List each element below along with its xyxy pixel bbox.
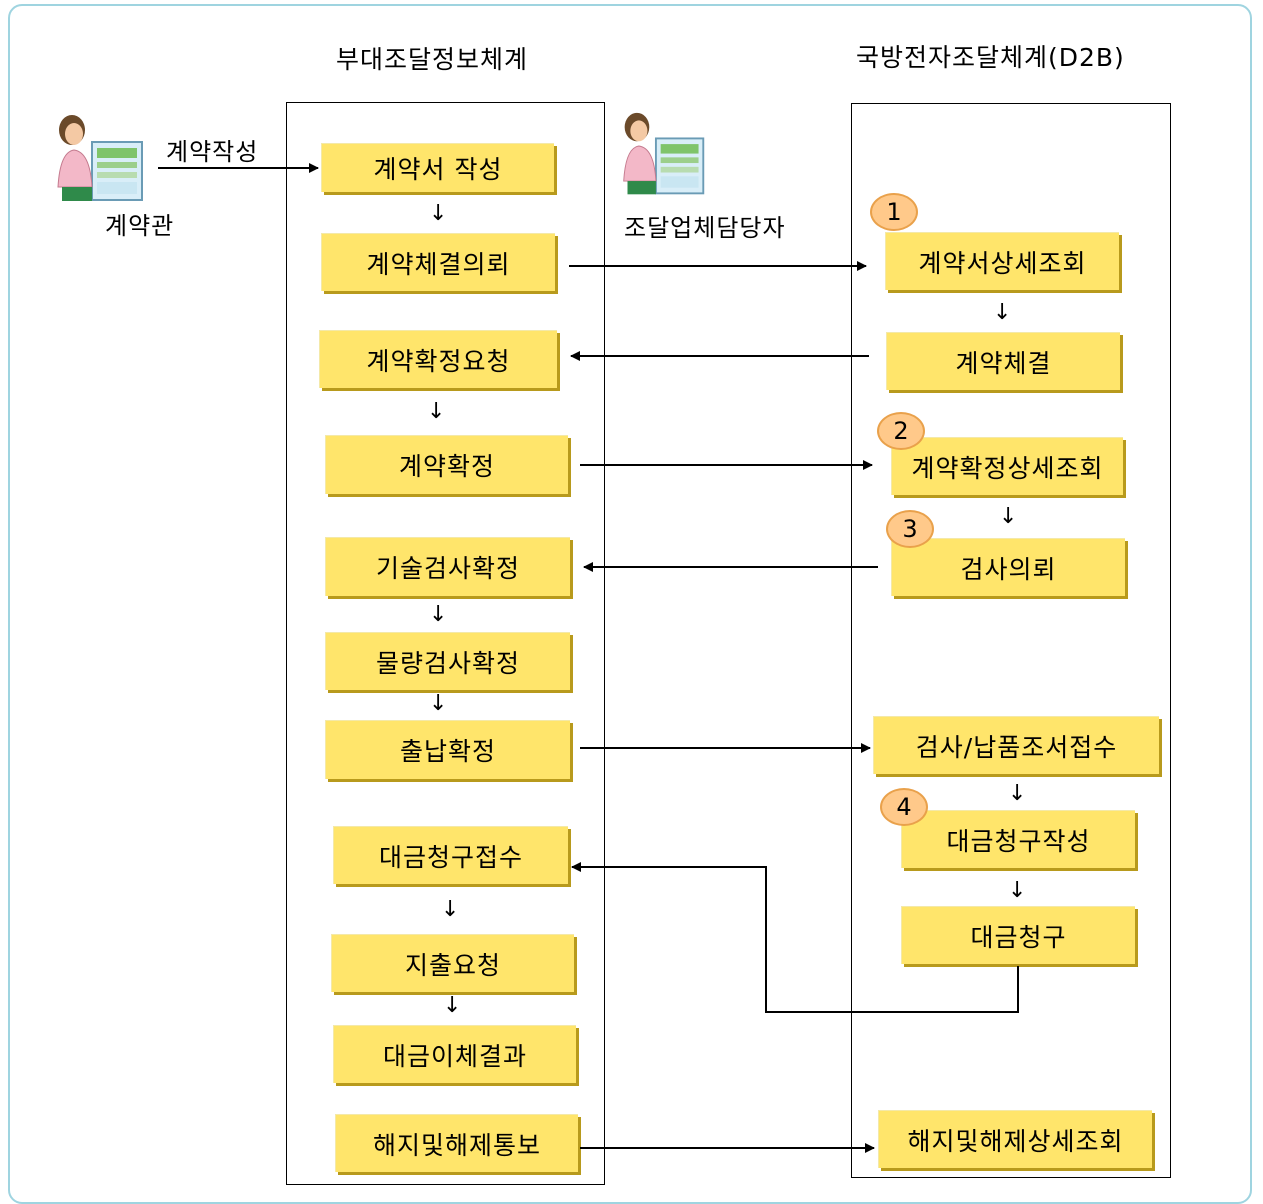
step-payment-claim-write: 대금청구작성 <box>901 810 1135 868</box>
step-contract-signing: 계약체결 <box>886 332 1120 390</box>
down-arrow-icon: ↓ <box>427 399 446 424</box>
step-expenditure-request: 지출요청 <box>331 934 574 992</box>
step-badge-1: 1 <box>870 193 918 231</box>
contract-officer-label: 계약관 <box>105 212 175 240</box>
step-payment-claim: 대금청구 <box>901 906 1135 964</box>
arrow-payment-claim <box>571 862 1019 1013</box>
step-badge-4: 4 <box>880 788 928 826</box>
step-technical-inspection: 기술검사확정 <box>325 537 570 596</box>
step-badge-3: 3 <box>886 510 934 548</box>
person-at-computer-icon <box>623 112 705 195</box>
contract-officer-figure <box>50 112 150 211</box>
down-arrow-icon: ↓ <box>443 993 462 1018</box>
right-system-lane <box>851 103 1171 1178</box>
step-inspection-request: 검사의뢰 <box>891 538 1125 596</box>
down-arrow-icon: ↓ <box>999 504 1018 529</box>
step-request-contract-signing: 계약체결의뢰 <box>321 233 555 291</box>
step-badge-2: 2 <box>877 412 925 450</box>
step-termination-notice: 해지및해제통보 <box>335 1114 578 1172</box>
vendor-label: 조달업체담당자 <box>624 214 786 242</box>
down-arrow-icon: ↓ <box>429 201 448 226</box>
step-contract-confirmation-detail: 계약확정상세조회 <box>891 437 1123 495</box>
step-contract-detail-view: 계약서상세조회 <box>885 232 1119 290</box>
step-payment-claim-received: 대금청구접수 <box>333 826 568 884</box>
person-at-computer-icon <box>57 115 143 201</box>
down-arrow-icon: ↓ <box>429 602 448 627</box>
write-contract-label: 계약작성 <box>166 138 259 166</box>
left-system-title: 부대조달정보체계 <box>336 45 529 74</box>
step-termination-detail-view: 해지및해제상세조회 <box>878 1110 1152 1168</box>
down-arrow-icon: ↓ <box>429 691 448 716</box>
down-arrow-icon: ↓ <box>441 897 460 922</box>
down-arrow-icon: ↓ <box>1008 781 1027 806</box>
step-inspection-delivery-receipt: 검사/납품조서접수 <box>873 716 1159 774</box>
step-write-contract: 계약서 작성 <box>321 143 554 192</box>
step-quantity-inspection: 물량검사확정 <box>325 632 570 690</box>
step-contract-confirmed: 계약확정 <box>325 435 568 494</box>
down-arrow-icon: ↓ <box>993 300 1012 325</box>
vendor-figure <box>616 110 711 204</box>
step-payment-transfer-result: 대금이체결과 <box>333 1025 576 1083</box>
right-system-title: 국방전자조달체계(D2B) <box>856 43 1125 72</box>
step-request-contract-confirmation: 계약확정요청 <box>319 330 557 388</box>
step-disbursement-confirmed: 출납확정 <box>325 720 570 779</box>
down-arrow-icon: ↓ <box>1008 878 1027 903</box>
